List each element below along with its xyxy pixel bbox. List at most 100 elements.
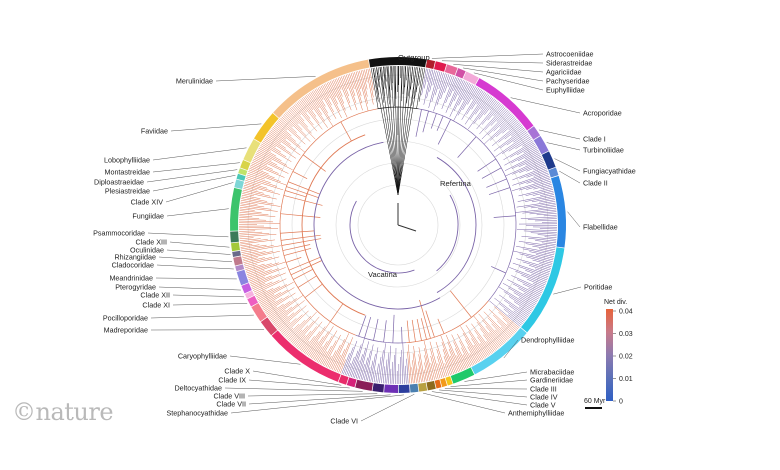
tip-branch — [525, 189, 554, 196]
family-stem — [450, 290, 472, 318]
tip-branch — [535, 268, 550, 274]
family-label: Gardineriidae — [530, 376, 573, 385]
tip-branch — [266, 306, 278, 315]
tip-branch — [273, 303, 299, 324]
tip-branch — [274, 300, 305, 326]
tip-branch — [430, 355, 437, 380]
tip-branch — [240, 205, 272, 210]
family-stem — [415, 109, 422, 137]
tip-branch — [523, 230, 557, 233]
family-stem — [401, 326, 403, 343]
label-leader — [170, 123, 262, 132]
tip-branch — [285, 323, 300, 338]
family-band — [409, 383, 419, 393]
tip-branch — [314, 89, 326, 107]
tip-branch — [287, 110, 316, 140]
tip-branch — [239, 217, 260, 219]
tip-branch — [480, 95, 491, 110]
tip-branch — [424, 68, 429, 89]
tip-branch — [473, 344, 484, 360]
tip-branch — [528, 288, 542, 295]
tip-branch — [443, 356, 451, 376]
tip-branch — [465, 324, 488, 357]
label-leader — [464, 371, 528, 382]
legend-tick-label: 0.01 — [619, 376, 633, 383]
tip-branch — [508, 136, 531, 152]
tip-branch — [526, 182, 552, 190]
tip-branch — [251, 274, 279, 287]
tip-branch — [393, 354, 395, 384]
tip-branch — [519, 180, 551, 191]
tip-branch — [258, 281, 294, 302]
tip-branch — [429, 70, 435, 92]
label-leader — [146, 169, 238, 183]
tip-branch — [492, 314, 514, 335]
tip-branch — [248, 171, 287, 186]
family-band — [434, 379, 442, 389]
tip-branch — [266, 135, 286, 149]
tip-branch — [530, 232, 557, 235]
refertina-label: Refertina — [440, 179, 472, 188]
tip-branch — [418, 68, 426, 102]
tip-branch — [275, 315, 288, 327]
family-node — [455, 121, 494, 156]
label-leader — [473, 72, 544, 91]
tip-branch — [522, 248, 555, 256]
label-leader — [463, 67, 544, 82]
family-label: Anthemiphylliidae — [508, 409, 564, 418]
family-band — [247, 295, 259, 307]
tip-branch — [338, 337, 354, 373]
tip-branch — [243, 257, 265, 263]
family-label: Plesiastreidae — [105, 187, 150, 196]
label-leader — [247, 393, 378, 397]
tip-branch — [523, 292, 538, 301]
tip-branch — [466, 89, 483, 115]
family-stem — [406, 320, 410, 343]
tip-branch — [271, 309, 286, 322]
tip-branch — [448, 75, 453, 87]
tip-branch — [367, 367, 371, 382]
tip-branch — [533, 177, 550, 184]
tip-branch — [243, 188, 264, 194]
tip-branch — [264, 295, 289, 312]
tip-branch — [533, 164, 546, 171]
tip-branch — [244, 181, 268, 189]
tip-branch — [247, 270, 265, 277]
tip-branch — [319, 86, 334, 113]
tip-branch — [319, 351, 328, 364]
tip-branch — [500, 326, 512, 337]
tip-branch — [437, 363, 443, 378]
nature-logo: ©nature — [12, 398, 114, 426]
label-leader — [441, 60, 544, 64]
tip-branch — [368, 360, 374, 382]
tip-branch — [440, 334, 456, 374]
family-band — [433, 61, 447, 72]
tip-branch — [488, 309, 515, 334]
tree-branches — [239, 65, 557, 384]
tip-branch — [469, 353, 476, 364]
tip-branch — [503, 141, 534, 161]
family-node — [279, 198, 284, 230]
family-band — [541, 151, 556, 170]
outgroup-branch — [397, 66, 406, 196]
tip-branch — [453, 341, 467, 369]
tip-branch — [411, 367, 414, 384]
tip-branch — [284, 327, 294, 337]
tip-branch — [300, 99, 320, 124]
family-stem — [416, 319, 422, 341]
tip-branch — [501, 135, 530, 155]
family-band — [368, 57, 427, 68]
family-node — [281, 247, 284, 254]
tip-branch — [513, 301, 531, 313]
tip-branch — [504, 152, 540, 171]
tip-branch — [357, 71, 369, 111]
family-band — [230, 187, 242, 231]
tip-branch — [482, 319, 504, 345]
family-label: Astrocoeniidae — [546, 50, 594, 59]
tip-branch — [502, 282, 538, 303]
tip-branch — [504, 146, 537, 166]
tip-branch — [491, 323, 508, 341]
family-stem — [491, 266, 506, 274]
family-stem — [392, 314, 395, 343]
tip-branch — [244, 183, 274, 192]
